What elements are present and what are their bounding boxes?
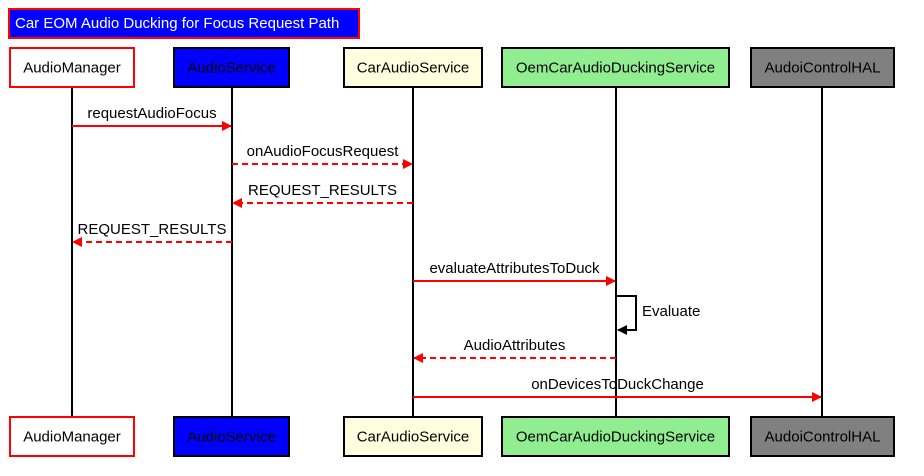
message-1: requestAudioFocus [72,105,232,131]
message-4: REQUEST_RESULTS [72,221,232,247]
self-message-arrow [616,295,637,335]
message-6: Evaluate [616,295,700,335]
message-label: requestAudioFocus [87,105,216,122]
message-label: evaluateAttributesToDuck [429,260,600,277]
participant-box [750,416,895,457]
participant-footer-as: AudioService [173,416,290,457]
participant-box [501,47,730,88]
participant-footer-oem: OemCarAudioDuckingService [501,416,730,457]
participant-footer-am: AudioManager [9,416,135,457]
participant-label: AudoiControlHAL [765,60,881,77]
message-7: AudioAttributes [413,337,616,363]
diagram-title-box [8,8,360,39]
message-3: REQUEST_RESULTS [232,182,413,208]
diagram-title-text: Car EOM Audio Ducking for Focus Request … [15,15,339,32]
message-2: onAudioFocusRequest [232,143,413,169]
participant-footer-cas: CarAudioService [343,416,483,457]
participant-label: AudioManager [23,429,121,446]
participant-box [9,47,135,88]
participant-label: CarAudioService [357,60,470,77]
message-label: REQUEST_RESULTS [248,182,397,199]
participant-box [173,416,290,457]
participant-header-oem: OemCarAudioDuckingService [501,47,730,88]
participant-label: AudioService [187,60,275,77]
participant-label: AudoiControlHAL [765,429,881,446]
participant-box [750,47,895,88]
participant-header-cas: CarAudioService [343,47,483,88]
participant-label: AudioService [187,429,275,446]
participant-box [9,416,135,457]
participant-box [343,416,483,457]
participant-box [501,416,730,457]
message-label: onAudioFocusRequest [247,143,400,160]
message-label: Evaluate [642,303,700,320]
participant-header-as: AudioService [173,47,290,88]
participant-header-hal: AudoiControlHAL [750,47,895,88]
participant-label: AudioManager [23,60,121,77]
participant-label: OemCarAudioDuckingService [516,429,715,446]
message-label: onDevicesToDuckChange [531,376,704,393]
participant-label: OemCarAudioDuckingService [516,60,715,77]
participant-box [343,47,483,88]
message-label: REQUEST_RESULTS [78,221,227,238]
lifelines [71,87,823,417]
messages: requestAudioFocus onAudioFocusRequestREQU… [72,105,822,402]
participants: AudioManagerAudioManagerAudioServiceAudi… [9,47,895,457]
participant-box [173,47,290,88]
diagram-title: Car EOM Audio Ducking for Focus Request … [8,8,360,39]
participant-header-am: AudioManager [9,47,135,88]
message-label: AudioAttributes [464,337,566,354]
participant-footer-hal: AudoiControlHAL [750,416,895,457]
message-8: onDevicesToDuckChange [413,376,822,402]
message-5: evaluateAttributesToDuck [413,260,616,286]
participant-label: CarAudioService [357,429,470,446]
